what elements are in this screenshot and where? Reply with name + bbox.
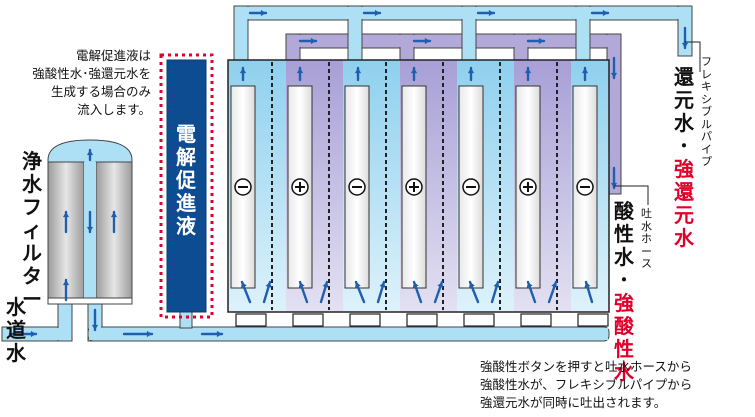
bottom-plate xyxy=(349,313,381,327)
acidic-water-label: 酸性水･ 強酸性水 xyxy=(614,199,634,384)
bottom-plate xyxy=(235,313,267,327)
bottom-plate xyxy=(577,313,609,327)
footnote-line: 強酸性水が、フレキシブルパイプから xyxy=(480,377,693,392)
tap-water-label: 水道水 xyxy=(6,295,26,365)
bottom-plate xyxy=(292,313,324,327)
pointer-lines xyxy=(614,41,701,205)
flexible-pipe-label: フレキシブルパイプ xyxy=(701,55,712,168)
note-line: 電解促進液は xyxy=(75,48,151,63)
note-line: 強酸性水･強還元水を xyxy=(32,66,151,81)
reduced-water-manifold xyxy=(233,5,693,61)
electrode-group xyxy=(230,85,598,289)
note-line: 生成する場合のみ xyxy=(50,84,151,99)
flow-arrows xyxy=(8,9,689,338)
reduced-water-label: 還元水･ 強還元水 xyxy=(674,65,694,250)
acidic-water-manifold xyxy=(285,33,622,195)
footnote-line: 強酸性ボタンを押すと吐水ホースから xyxy=(480,359,692,374)
strong-acidic-water-label: 強酸性水 xyxy=(614,291,634,384)
discharge-hose-label: 吐水ホース xyxy=(641,207,652,270)
bottom-plate xyxy=(463,313,495,327)
strong-reduced-water-label: 強還元水 xyxy=(674,157,694,250)
electrolysis-liquid-tank xyxy=(166,59,207,313)
bottom-plate xyxy=(406,313,438,327)
bottom-plates xyxy=(235,313,609,327)
bottom-plate xyxy=(520,313,552,327)
footnote-line: 強還元水が同時に吐出されます。 xyxy=(480,395,667,410)
footnote: 強酸性ボタンを押すと吐水ホースから 強酸性水が、フレキシブルパイプから 強還元水… xyxy=(480,358,692,412)
tank-dotted-outline xyxy=(159,53,214,319)
filter-label: 浄水フィルター xyxy=(22,149,42,311)
electrolysis-liquid-label: 電解促進液 xyxy=(176,122,196,238)
note-line: 流入します。 xyxy=(77,102,151,117)
electrolysis-liquid-note: 電解促進液は 強酸性水･強還元水を 生成する場合のみ 流入します。 xyxy=(0,47,151,119)
